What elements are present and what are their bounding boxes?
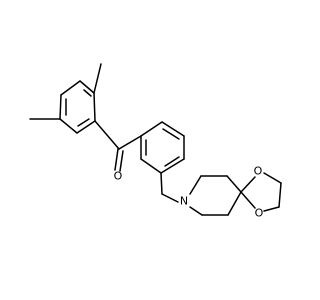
benzyl-bond <box>160 172 163 195</box>
methylene-to-nitrogen-bond <box>161 193 179 203</box>
chemical-structure: O N O O <box>29 63 282 220</box>
piperidine-ring <box>189 175 242 216</box>
carbonyl-to-ring-bond <box>118 135 142 150</box>
carbonyl-oxygen-label: O <box>114 170 123 183</box>
amine-nitrogen-label: N <box>180 195 188 208</box>
structure-canvas: O N O O <box>29 63 282 220</box>
dioxolane-oxygen-bottom-label: O <box>255 207 264 220</box>
carbonyl-double-bond-b <box>119 150 124 172</box>
dimethylphenyl-ring <box>59 80 96 134</box>
central-phenyl-ring <box>140 121 185 174</box>
ring-to-carbonyl-bond <box>94 120 120 150</box>
dioxolane-oxygen-top-label: O <box>254 165 263 178</box>
methyl-bond-top <box>93 63 102 94</box>
dioxolane-ring <box>240 172 282 212</box>
carbonyl-double-bond-a <box>114 148 119 171</box>
